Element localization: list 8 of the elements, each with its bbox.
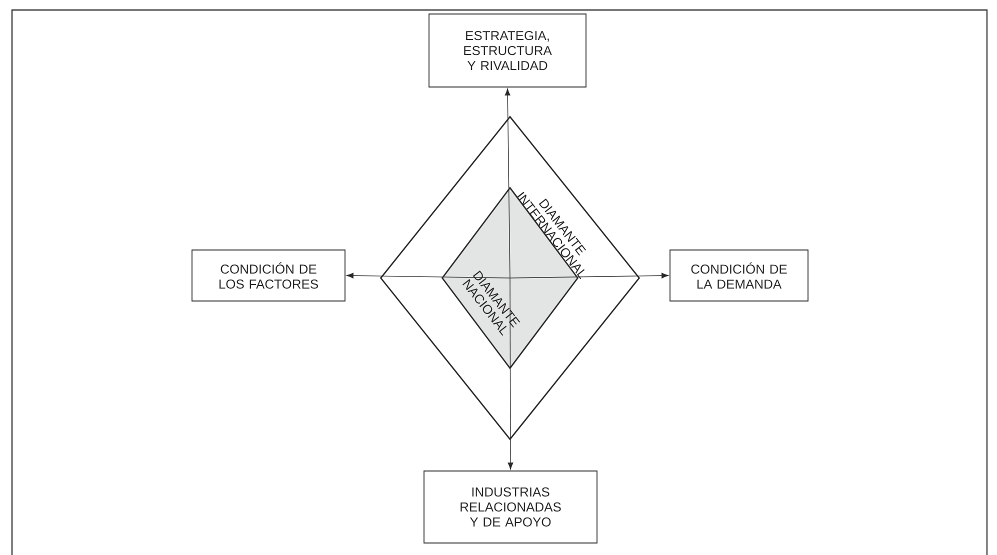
- text-box: CONDICIÓN DE LOS FACTORES: [192, 250, 346, 302]
- arrow: [510, 272, 668, 278]
- arrow: [346, 272, 510, 278]
- text-box: CONDICIÓN DE LA DEMANDA: [670, 250, 808, 302]
- arrow: [504, 88, 510, 278]
- text-box: ESTRATEGIA, ESTRUCTURA Y RIVALIDAD: [428, 14, 586, 88]
- text-box: INDUSTRIAS RELACIONADAS Y DE APOYO: [424, 470, 598, 544]
- arrow: [508, 278, 514, 470]
